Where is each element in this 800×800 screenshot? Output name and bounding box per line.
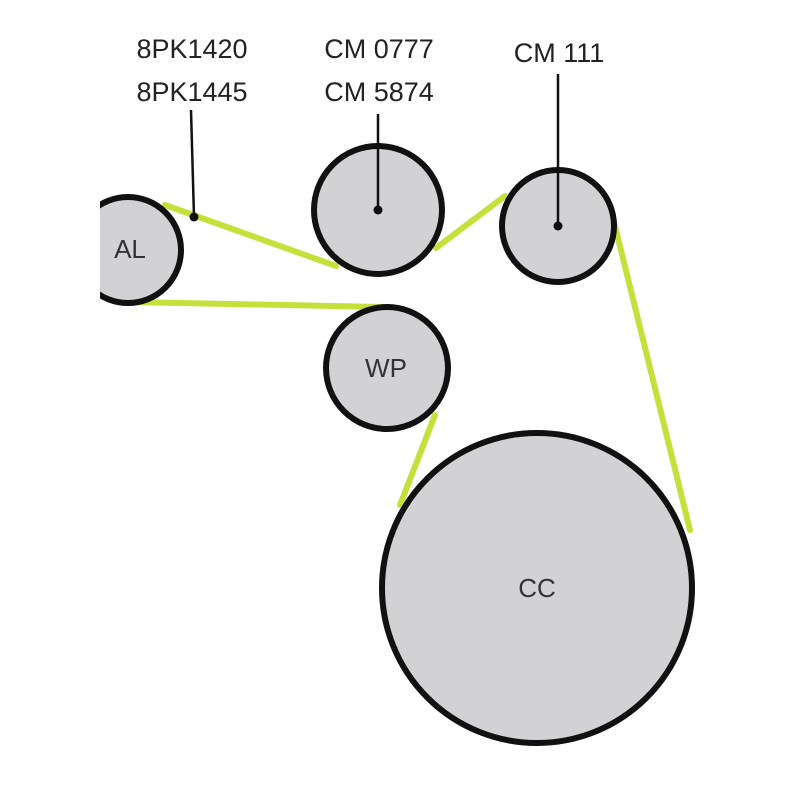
belt-part-number-2: 8PK1445 <box>136 77 247 107</box>
belt-segment-wp-al <box>127 299 388 310</box>
tensioner-part-number-1: CM 0777 <box>324 34 434 64</box>
idler-center-dot <box>553 221 563 231</box>
tensioner-center-dot <box>373 205 383 215</box>
idler-part-number: CM 111 <box>514 38 605 68</box>
pulley-al <box>100 194 184 306</box>
pulley-cc-label: CC <box>518 573 556 603</box>
tensioner-part-number-2: CM 5874 <box>324 77 434 107</box>
belt-segment-idler-cc <box>611 219 693 533</box>
belt-segment-tensioner-idler <box>433 193 508 251</box>
belt-part-number-1: 8PK1420 <box>136 34 247 64</box>
pulley-wp <box>323 304 451 432</box>
pulley-cc <box>379 430 695 746</box>
belt-leader-line <box>189 109 196 218</box>
belt-segment-cc-wp <box>397 412 438 508</box>
pulley-al-label: AL <box>114 234 146 264</box>
belt-leader-dot <box>189 212 199 222</box>
belt <box>127 193 693 533</box>
pulley-wp-label: WP <box>365 353 407 383</box>
